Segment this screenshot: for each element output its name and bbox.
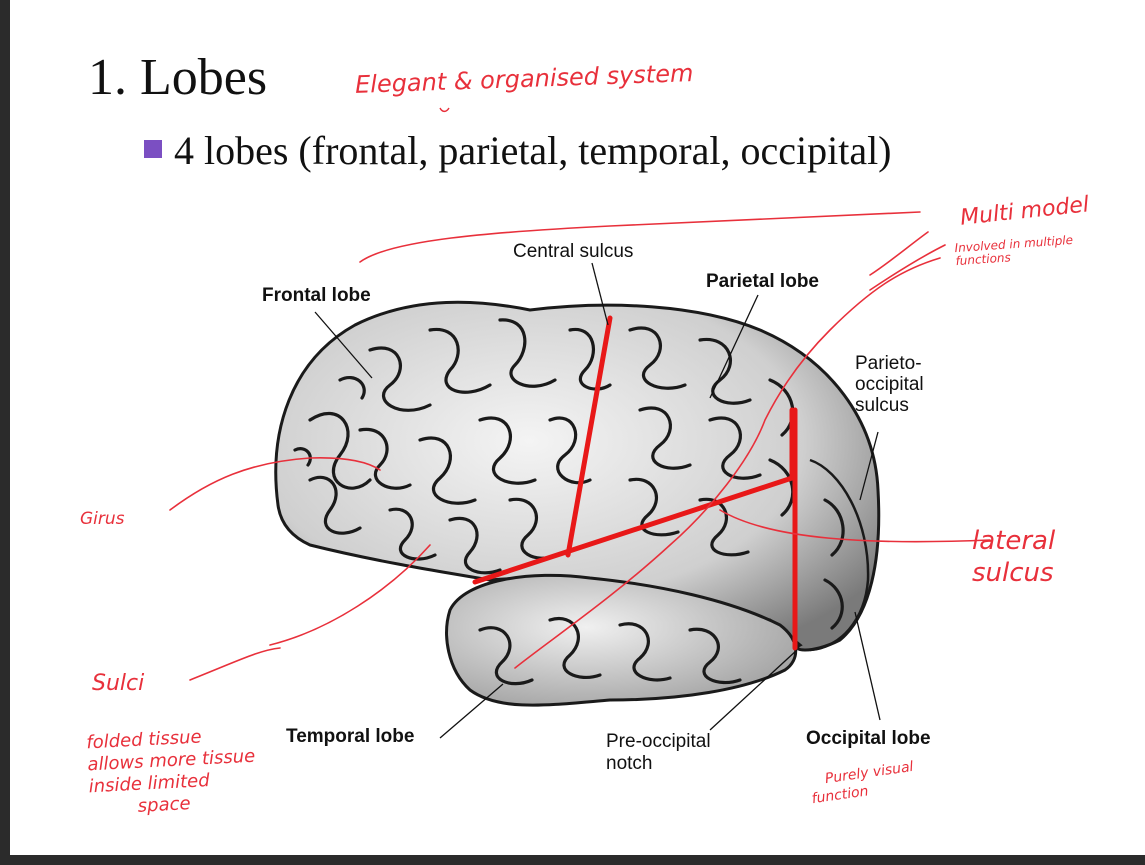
brain-occipital-tip <box>809 458 870 652</box>
label-parietal-lobe: Parietal lobe <box>706 271 819 292</box>
bullet-item: 4 lobes (frontal, parietal, temporal, oc… <box>144 128 892 174</box>
brain-temporal-region <box>445 573 798 707</box>
bullet-square-icon <box>144 140 162 158</box>
label-line: Pre-occipital <box>606 731 711 752</box>
label-occipital-lobe: Occipital lobe <box>806 728 931 749</box>
note-line: lateral <box>972 526 1056 556</box>
brain-cerebrum <box>274 300 881 652</box>
slide: 1. Lobes 4 lobes (frontal, parietal, tem… <box>10 0 1145 855</box>
annotation-curl <box>439 107 450 113</box>
note-lateral-sulcus: lateral sulcus <box>972 525 1055 589</box>
label-preoccipital-notch: Pre-occipital notch <box>606 731 711 775</box>
lobe-boundary-lines <box>472 315 798 651</box>
note-folded-tissue: folded tissue allows more tissue inside … <box>86 724 258 821</box>
label-temporal-lobe: Temporal lobe <box>286 726 415 747</box>
label-line: Parieto- <box>855 353 922 374</box>
label-line: occipital <box>855 374 924 395</box>
label-leader-lines <box>314 262 881 739</box>
label-line: sulcus <box>855 395 909 416</box>
label-line: notch <box>606 753 653 774</box>
bullet-text: 4 lobes (frontal, parietal, temporal, oc… <box>174 128 892 173</box>
note-sulci: Sulci <box>92 671 145 696</box>
annotation-strokes <box>169 211 991 681</box>
label-parieto-occipital-sulcus: Parieto- occipital sulcus <box>855 353 924 416</box>
note-gyrus: Girus <box>80 509 125 529</box>
note-line: sulcus <box>972 558 1054 588</box>
label-central-sulcus: Central sulcus <box>513 241 634 262</box>
label-frontal-lobe: Frontal lobe <box>262 285 371 306</box>
slide-title: 1. Lobes <box>88 49 268 106</box>
brain-illustration <box>169 107 991 739</box>
